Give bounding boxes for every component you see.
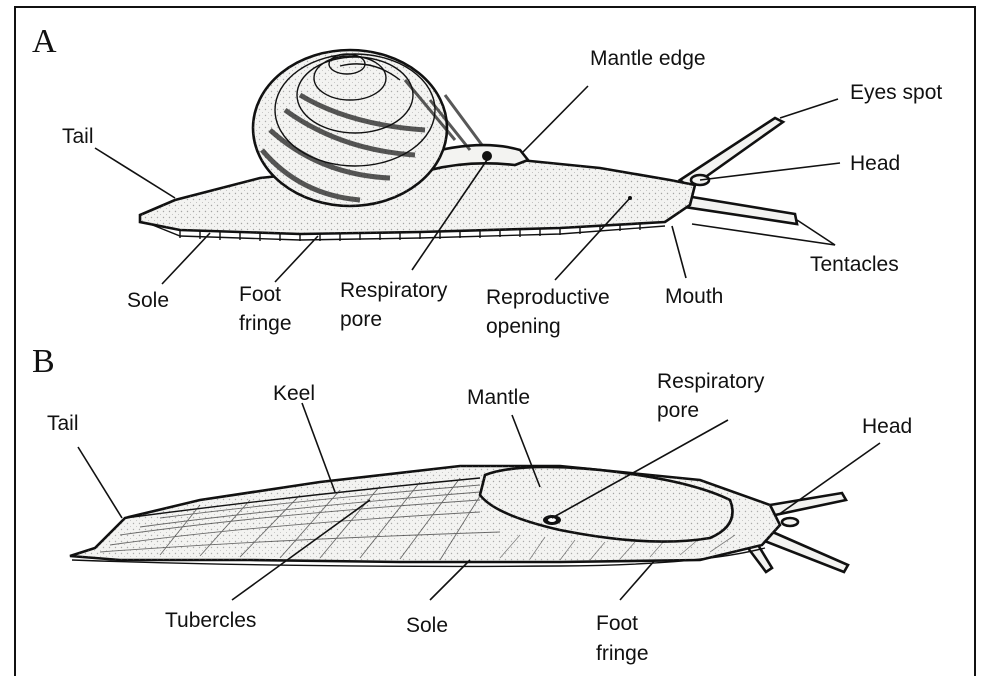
- leader-keel: [302, 403, 335, 492]
- leader-snail-tail: [95, 148, 175, 198]
- label-reproductive-opening-1: Reproductive: [486, 286, 610, 309]
- leader-slug-foot-fringe: [620, 560, 655, 600]
- label-keel: Keel: [273, 382, 315, 405]
- label-snail-foot-fringe-2: fringe: [239, 312, 292, 335]
- label-mantle-edge: Mantle edge: [590, 47, 706, 70]
- leader-mantle-edge: [523, 86, 588, 152]
- label-snail-head: Head: [850, 152, 900, 175]
- label-slug-tail: Tail: [47, 412, 79, 435]
- leader-snail-foot-fringe: [275, 236, 318, 282]
- label-slug-respiratory-pore-2: pore: [657, 399, 699, 422]
- label-slug-head: Head: [862, 415, 912, 438]
- slug-illustration: [70, 466, 848, 572]
- snail-illustration: [140, 50, 797, 241]
- label-reproductive-opening-2: opening: [486, 315, 561, 338]
- leader-tentacles: [692, 220, 835, 245]
- leader-eyes-spot: [780, 99, 838, 118]
- label-snail-respiratory-pore-2: pore: [340, 308, 382, 331]
- label-snail-sole: Sole: [127, 289, 169, 312]
- label-mouth: Mouth: [665, 285, 723, 308]
- leader-mouth: [672, 226, 686, 278]
- label-tentacles: Tentacles: [810, 253, 899, 276]
- label-tubercles: Tubercles: [165, 609, 256, 632]
- panel-label-a: A: [32, 23, 57, 60]
- label-slug-sole: Sole: [406, 614, 448, 637]
- label-slug-foot-fringe-1: Foot: [596, 612, 638, 635]
- slug-lower-tentacle: [762, 530, 848, 572]
- label-eyes-spot: Eyes spot: [850, 81, 942, 104]
- label-slug-foot-fringe-2: fringe: [596, 642, 649, 665]
- leader-snail-sole: [162, 233, 210, 284]
- leader-slug-tail: [78, 447, 122, 518]
- label-snail-foot-fringe-1: Foot: [239, 283, 281, 306]
- panel-label-b: B: [32, 343, 55, 380]
- label-mantle: Mantle: [467, 386, 530, 409]
- snail-lower-tentacle: [678, 195, 797, 224]
- snail-respiratory-pore: [482, 151, 492, 161]
- label-snail-respiratory-pore-1: Respiratory: [340, 279, 448, 302]
- label-slug-respiratory-pore-1: Respiratory: [657, 370, 765, 393]
- label-snail-tail: Tail: [62, 125, 94, 148]
